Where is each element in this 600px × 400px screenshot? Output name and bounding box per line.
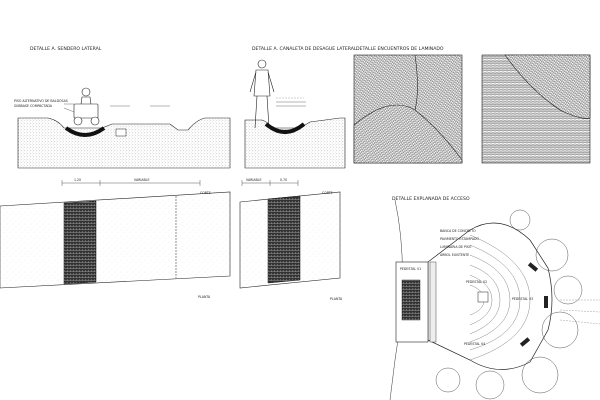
plan-strip-2: CORTE PLANTA <box>239 191 343 301</box>
planta-label-1: PLANTA <box>198 295 211 299</box>
corte-label-2: CORTE <box>322 191 333 195</box>
dimension-strip-2: VARIABLE 0.70 <box>241 178 299 186</box>
edge-strip <box>429 261 437 343</box>
central-pedestal <box>477 291 489 303</box>
detail-access-plaza: DETALLE EXPLANADA DE ACCESO <box>389 196 600 400</box>
dashed-guides <box>559 299 600 325</box>
trees <box>435 209 583 400</box>
dimension-strip-1: 1.20 VARIABLE <box>61 178 201 186</box>
corte-label-1: CORTE <box>200 191 211 195</box>
dim-1: 1.20 <box>74 178 81 182</box>
plan-strip-1: CORTE PLANTA <box>0 191 231 299</box>
ground-section-2 <box>244 117 346 169</box>
detail-paving-title: DETALLE ENCUENTROS DE LAMINADO <box>356 46 444 52</box>
detail-paving-fan: DETALLE ENCUENTROS DE LAMINADO <box>353 46 591 164</box>
plaza-note-b: PAVIMENTO ESTAMPADO <box>440 237 479 241</box>
detail-drain-channel: DETALLE A. CANALETA DE DESAGUE LATERAL <box>244 46 357 169</box>
dim-2: 0.70 <box>280 178 287 182</box>
detail-plaza-title: DETALLE EXPLANADA DE ACCESO <box>392 196 470 202</box>
plaza-pedestal-2: PEDESTAL 02 <box>466 280 487 284</box>
bench-1 <box>527 262 539 272</box>
paving-tile-1 <box>353 54 463 164</box>
variable-1: VARIABLE <box>134 178 149 182</box>
leader-lines-1 <box>63 103 170 113</box>
plaza-pedestal-1: PEDESTAL 01 <box>400 267 421 271</box>
variable-2: VARIABLE <box>246 178 261 182</box>
entry-paving <box>401 279 421 321</box>
detail-lateral-path-title: DETALLE A. SENDERO LATERAL <box>30 46 102 52</box>
note-1: PISO ALTERNATIVO DE BALDOSAS <box>14 99 68 103</box>
plaza-pedestal-3: PEDESTAL 03 <box>512 297 533 301</box>
standing-person-figure <box>249 59 275 129</box>
ground-section-1 <box>17 117 231 169</box>
drain-box <box>115 128 127 137</box>
detail-lateral-path: DETALLE A. SENDERO LATERAL PISO ALTERNAT… <box>14 46 231 169</box>
plaza-fan <box>427 222 553 370</box>
plaza-pedestal-4: PEDESTAL 04 <box>464 342 485 346</box>
plaza-note-c: LUMINARIA DE PISO <box>440 245 472 249</box>
bench-2 <box>519 337 531 347</box>
leader-lines-2 <box>276 101 306 107</box>
note-2: SUBBASE COMPACTADA <box>14 104 53 108</box>
detail-drain-title: DETALLE A. CANALETA DE DESAGUE LATERAL <box>252 46 357 52</box>
wheelchair-user-figure <box>73 87 100 126</box>
bench-3 <box>544 296 548 308</box>
plaza-note-d: ARBOL EXISTENTE <box>440 253 469 257</box>
plaza-note-a: BANCA DE CONCRETO <box>440 229 476 233</box>
paving-arc-1 <box>64 126 106 137</box>
planta-label-2: PLANTA <box>330 297 343 301</box>
paving-tile-2 <box>481 54 591 164</box>
